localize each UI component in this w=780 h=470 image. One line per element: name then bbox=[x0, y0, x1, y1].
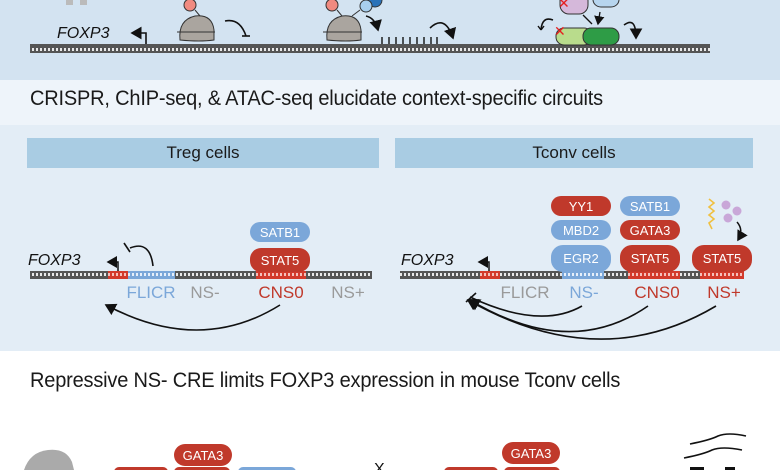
tconv-factor-yy1 bbox=[551, 196, 611, 216]
inhibit-bar-icon bbox=[123, 242, 131, 253]
tconv-nsplus-activate-arc bbox=[466, 299, 717, 340]
tconv-cns0-activate-arc bbox=[468, 299, 649, 333]
tconv-factor-egr2 bbox=[551, 245, 611, 272]
tconv-factor-gata3-label: GATA3 bbox=[630, 223, 671, 238]
tconv-nsminus-repress-arc bbox=[469, 296, 583, 317]
top-panel-background bbox=[0, 0, 780, 80]
methylation-marks bbox=[381, 37, 438, 44]
treg-panel-title: Treg cells bbox=[27, 138, 379, 168]
tconv-factor-stat5-cns0 bbox=[620, 245, 680, 272]
cas9-activator-icon bbox=[323, 0, 383, 42]
bottom-panel-background bbox=[0, 351, 780, 470]
cas9-repressor-icon bbox=[177, 0, 250, 42]
section-heading-circuits: CRISPR, ChIP-seq, & ATAC-seq elucidate c… bbox=[30, 86, 603, 110]
cytokine-icon bbox=[721, 200, 731, 210]
middle-panel-diagram: FOXP3 FLICR NS- CNS0 NS+ SATB1 STAT5 FOX… bbox=[28, 196, 752, 340]
dna-strand-top bbox=[30, 44, 710, 53]
tconv-element-ns-plus: NS+ bbox=[707, 283, 741, 302]
treg-factor-satb1-label: SATB1 bbox=[260, 225, 300, 240]
treg-element-cns0: CNS0 bbox=[258, 283, 303, 302]
tconv-factor-mbd2-label: MBD2 bbox=[563, 223, 599, 238]
treg-element-ns-minus: NS- bbox=[190, 283, 219, 302]
tconv-factor-satb1 bbox=[620, 196, 680, 216]
tconv-factor-gata3 bbox=[620, 220, 680, 240]
treg-factor-stat5 bbox=[250, 248, 310, 272]
dna-strand-tconv bbox=[400, 271, 744, 279]
svg-text:✕: ✕ bbox=[558, 0, 570, 12]
cytokine-icon bbox=[732, 206, 742, 216]
tconv-factor-egr2-label: EGR2 bbox=[563, 251, 598, 266]
dna-strand-treg bbox=[30, 271, 372, 279]
treg-flicr-repress-arc bbox=[129, 245, 154, 267]
tconv-factor-satb1-label: SATB1 bbox=[630, 199, 670, 214]
tconv-factor-stat5-cns0-label: STAT5 bbox=[631, 251, 670, 266]
tconv-element-ns-minus: NS- bbox=[569, 283, 598, 302]
tconv-element-flicr: FLICR bbox=[500, 283, 549, 302]
top-panel-diagram: FOXP3 ✕ ✕ bbox=[30, 0, 710, 53]
foxp3-gene-label: FOXP3 bbox=[57, 25, 110, 42]
tconv-factor-stat5-nsplus-label: STAT5 bbox=[703, 251, 742, 266]
partial-icon bbox=[80, 0, 87, 5]
activation-arrow-icon bbox=[429, 22, 457, 40]
tconv-tss-arrow-icon bbox=[477, 256, 490, 271]
tconv-factor-mbd2 bbox=[551, 220, 611, 240]
signal-squiggle-icon bbox=[707, 198, 716, 230]
svg-text:✕: ✕ bbox=[554, 24, 566, 40]
treg-element-flicr: FLICR bbox=[126, 283, 175, 302]
tconv-panel-title: Tconv cells bbox=[395, 138, 753, 168]
tconv-foxp3-label: FOXP3 bbox=[401, 252, 454, 269]
treg-factor-satb1 bbox=[250, 222, 310, 242]
partial-icon bbox=[66, 0, 73, 5]
cytokine-signal-arrow-icon bbox=[736, 221, 748, 242]
tconv-factor-yy1-label: YY1 bbox=[569, 199, 594, 214]
treg-cns0-to-promoter-arc bbox=[104, 303, 281, 331]
tss-arrow-icon bbox=[130, 26, 147, 44]
treg-tss-arrow-icon bbox=[106, 256, 119, 271]
tf-dimer-knockout-icon: ✕ ✕ bbox=[537, 0, 643, 46]
treg-foxp3-label: FOXP3 bbox=[28, 252, 81, 269]
tconv-factor-stat5-nsplus bbox=[692, 245, 752, 272]
cytokine-icon bbox=[723, 213, 733, 223]
tconv-element-cns0: CNS0 bbox=[634, 283, 679, 302]
treg-element-ns-plus: NS+ bbox=[331, 283, 365, 302]
treg-factor-stat5-label: STAT5 bbox=[261, 253, 300, 268]
section-heading-repressive: Repressive NS- CRE limits FOXP3 expressi… bbox=[30, 368, 621, 392]
